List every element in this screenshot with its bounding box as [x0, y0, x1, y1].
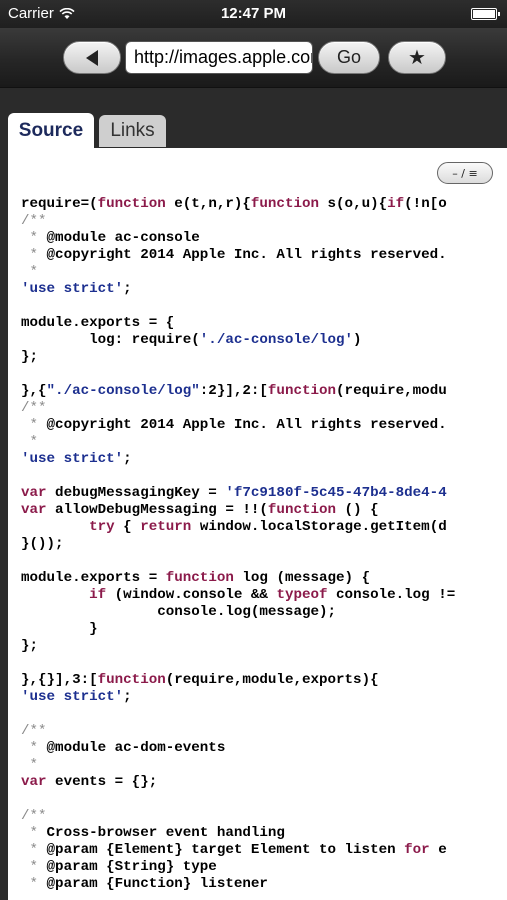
code-line: * — [21, 434, 39, 450]
code-line: console.log(message); — [21, 604, 337, 620]
back-arrow-icon — [86, 49, 98, 66]
code-line: module.exports = function log (message) … — [21, 570, 371, 586]
code-line: /** — [21, 400, 47, 416]
code-line — [21, 655, 455, 672]
wifi-icon — [59, 7, 75, 19]
code-line: module.exports = { — [21, 315, 175, 331]
code-line: },{}],3:[function(require,module,exports… — [21, 672, 379, 688]
source-panel[interactable]: – / ≡ require=(function e(t,n,r){functio… — [8, 148, 507, 900]
code-line: * @module ac-dom-events — [21, 740, 226, 756]
code-line — [21, 366, 455, 383]
code-line: var allowDebugMessaging = !!(function ()… — [21, 502, 379, 518]
code-line: }()); — [21, 536, 64, 552]
code-line: var debugMessagingKey = 'f7c9180f-5c45-4… — [21, 485, 447, 501]
code-line: }; — [21, 638, 39, 654]
code-line: var events = {}; — [21, 774, 158, 790]
code-line: /** — [21, 808, 47, 824]
battery-icon — [471, 8, 500, 20]
code-line — [21, 791, 455, 808]
carrier-label: Carrier — [8, 5, 54, 22]
tab-source[interactable]: Source — [8, 113, 94, 149]
url-input[interactable]: http://images.apple.com/ — [125, 41, 313, 74]
carrier-indicator: Carrier — [8, 5, 75, 22]
code-line: /** — [21, 213, 47, 229]
browser-toolbar: http://images.apple.com/ Go ★ — [0, 28, 507, 88]
go-button[interactable]: Go — [318, 41, 380, 74]
code-line: if (window.console && typeof console.log… — [89, 587, 456, 603]
code-line: 'use strict'; — [21, 451, 132, 467]
status-time: 12:47 PM — [220, 5, 287, 22]
code-line: } — [21, 621, 98, 637]
back-button[interactable] — [63, 41, 121, 74]
wrap-toggle-button[interactable]: – / ≡ — [437, 162, 493, 184]
code-line: * — [21, 757, 39, 773]
source-code-view: require=(function e(t,n,r){function s(o,… — [21, 196, 455, 893]
code-line — [21, 706, 455, 723]
code-line: 'use strict'; — [21, 281, 132, 297]
code-line: },{"./ac-console/log":2}],2:[function(re… — [21, 383, 447, 399]
code-line: 'use strict'; — [21, 689, 132, 705]
code-line: * @module ac-console — [21, 230, 200, 246]
status-bar: Carrier 12:47 PM — [0, 0, 507, 28]
code-line — [21, 468, 455, 485]
code-line: /** — [21, 723, 47, 739]
bookmark-star-button[interactable]: ★ — [388, 41, 446, 74]
code-line: try { return window.localStorage.getItem… — [89, 519, 447, 535]
code-line — [21, 553, 455, 570]
code-line: * @param {Element} target Element to lis… — [21, 842, 447, 858]
code-line: * — [21, 264, 39, 280]
code-line: log: require('./ac-console/log') — [21, 332, 362, 348]
tab-links[interactable]: Links — [99, 115, 166, 147]
code-line: * @copyright 2014 Apple Inc. All rights … — [21, 417, 447, 433]
tab-bar: Source Links — [0, 89, 507, 149]
code-line — [21, 298, 455, 315]
code-line: * Cross-browser event handling — [21, 825, 285, 841]
code-line: * @param {String} type — [21, 859, 217, 875]
code-line: * @param {Function} listener — [21, 876, 268, 892]
code-line: * @copyright 2014 Apple Inc. All rights … — [21, 247, 447, 263]
code-line: require=(function e(t,n,r){function s(o,… — [21, 196, 447, 212]
code-line: }; — [21, 349, 39, 365]
